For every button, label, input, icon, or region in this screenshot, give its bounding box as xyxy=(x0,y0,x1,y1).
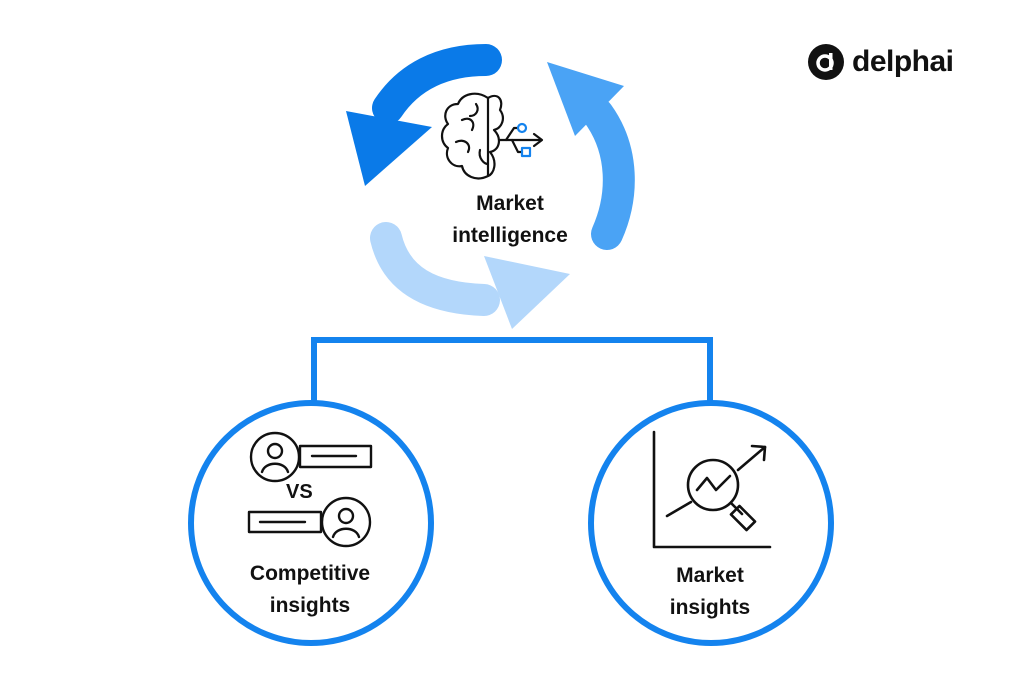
market-insights-circle xyxy=(588,400,834,646)
cycle-arrow-medium xyxy=(582,98,635,250)
cycle-arrow-light xyxy=(370,222,500,316)
cycle-arrow-medium-head xyxy=(547,62,624,136)
branch-title-line2: insights xyxy=(669,596,751,619)
logo-text: delphai xyxy=(852,45,954,78)
chart-magnifier-icon xyxy=(652,430,772,549)
profiles-versus-icon xyxy=(247,431,373,548)
branch-connector xyxy=(311,337,713,412)
competitive-insights-label: Competitive insights xyxy=(210,558,410,622)
cycle-arrows xyxy=(346,44,635,329)
cycle-arrow-dark xyxy=(372,44,502,124)
branch-title-line1: Market xyxy=(676,564,744,587)
center-title-line1: Market xyxy=(476,192,544,215)
cycle-arrow-light-head xyxy=(484,256,570,329)
branch-title-line2: insights xyxy=(269,594,351,617)
delphai-logo-icon xyxy=(808,44,844,80)
versus-text: VS xyxy=(286,481,313,503)
brain-usb-icon xyxy=(440,92,544,180)
market-insights-label: Market insights xyxy=(610,560,810,624)
market-intelligence-label: Market intelligence xyxy=(410,188,610,252)
center-title-line2: intelligence xyxy=(452,224,568,247)
branch-title-line1: Competitive xyxy=(249,562,371,585)
delphai-logo[interactable]: delphai xyxy=(808,44,954,80)
cycle-arrow-dark-head xyxy=(346,111,432,186)
